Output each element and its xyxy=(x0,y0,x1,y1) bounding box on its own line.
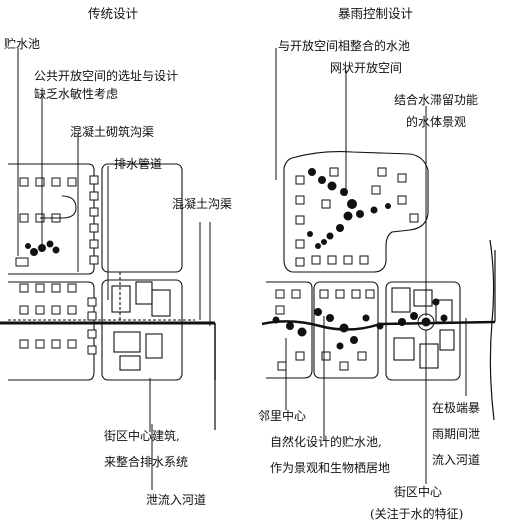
label-district-center-2: 来整合排水系统 xyxy=(104,454,188,469)
label-concrete-channel: 混凝土沟渠 xyxy=(172,196,232,211)
storm-control-plan xyxy=(266,151,461,381)
label-district-center: 街区中心 xyxy=(394,484,442,499)
label-district-center-1: 街区中心建筑, xyxy=(104,428,180,443)
label-integrated-pond: 与开放空间相整合的水池 xyxy=(278,38,410,53)
storm-control-trees xyxy=(272,168,448,350)
traditional-houses xyxy=(19,175,99,355)
right-panel-title: 暴雨控制设计 xyxy=(338,6,413,21)
label-drain-pipe: 排水管道 xyxy=(114,156,162,171)
traditional-plan xyxy=(8,163,195,381)
label-retention-pond: 贮水池 xyxy=(4,36,40,51)
traditional-channel xyxy=(0,222,216,430)
storm-control-channel xyxy=(261,239,496,421)
label-extreme-storm-2: 雨期间泄 xyxy=(432,427,480,441)
label-masonry-channel: 混凝土砌筑沟渠 xyxy=(70,124,154,139)
label-extreme-storm-1: 在极端暴 xyxy=(432,401,480,415)
label-natural-pond-2: 作为景观和生物栖居地 xyxy=(270,460,390,475)
label-network-space: 网状开放空间 xyxy=(330,60,402,75)
left-panel-title: 传统设计 xyxy=(88,6,138,21)
storm-control-leaders xyxy=(275,48,467,484)
storm-control-houses xyxy=(275,167,419,371)
label-public-space-1: 公共开放空间的选址与设计 xyxy=(34,68,178,83)
label-detention-2: 的水体景观 xyxy=(406,114,466,129)
label-natural-pond-1: 自然化设计的贮水池, xyxy=(270,434,382,449)
label-neighborhood-center: 邻里中心 xyxy=(258,408,306,423)
traditional-leaders xyxy=(17,48,211,490)
label-public-space-2: 缺乏水敏性考虑 xyxy=(34,86,118,101)
label-extreme-storm-3: 流入河道 xyxy=(432,453,480,467)
label-detention-1: 结合水滞留功能 xyxy=(394,92,478,107)
label-water-feature-note: (关注于水的特征) xyxy=(370,506,463,521)
label-discharge-river: 泄流入河道 xyxy=(146,493,206,507)
traditional-pond xyxy=(15,195,77,267)
